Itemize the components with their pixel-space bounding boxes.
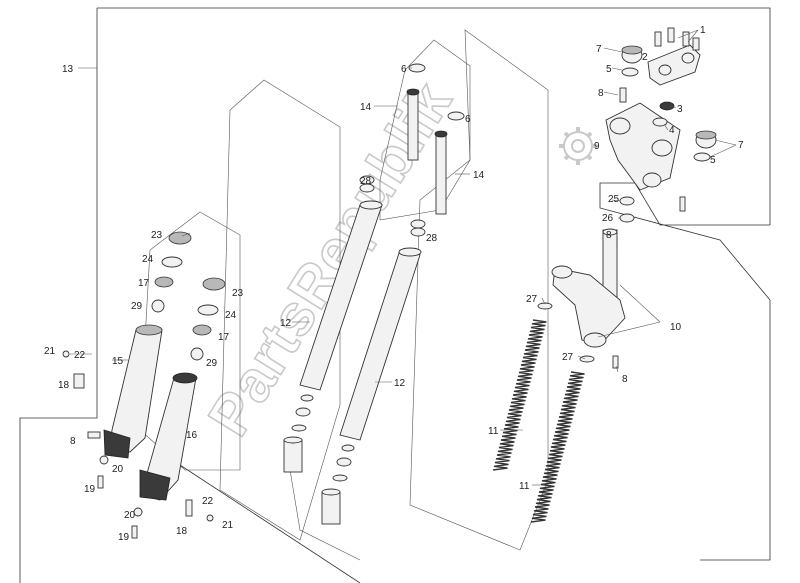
label-part-13: 13 (62, 64, 74, 75)
label-part-4: 4 (669, 125, 675, 136)
label-part-6: 6 (465, 114, 471, 125)
label-part-24: 24 (142, 254, 154, 265)
label-part-5: 5 (710, 155, 716, 166)
label-part-5: 5 (606, 64, 612, 75)
label-part-10: 10 (670, 322, 682, 333)
label-part-23: 23 (232, 288, 244, 299)
label-part-12: 12 (394, 378, 406, 389)
label-part-25: 25 (608, 194, 620, 205)
fork-sliders (62, 324, 214, 539)
label-part-17: 17 (218, 332, 230, 343)
label-part-19: 19 (84, 484, 96, 495)
assembly-frame (19, 7, 771, 583)
label-part-29: 29 (206, 358, 218, 369)
part-labels: 1 2 3 4 5 5 6 6 7 7 8 8 8 8 9 10 11 11 1… (44, 25, 744, 543)
label-part-12: 12 (280, 318, 292, 329)
label-part-27: 27 (562, 352, 574, 363)
label-part-15: 15 (112, 356, 124, 367)
label-part-18: 18 (58, 380, 70, 391)
label-part-29: 29 (131, 301, 143, 312)
label-part-7: 7 (596, 44, 602, 55)
label-part-8: 8 (606, 230, 612, 241)
label-part-2: 2 (642, 52, 648, 63)
label-part-24: 24 (225, 310, 237, 321)
label-part-23: 23 (151, 230, 163, 241)
label-part-28: 28 (360, 176, 372, 187)
label-part-16: 16 (186, 430, 198, 441)
label-part-20: 20 (112, 464, 124, 475)
label-part-14: 14 (473, 170, 485, 181)
steering-stem (537, 228, 626, 369)
fork-springs (492, 319, 585, 523)
label-part-14: 14 (360, 102, 372, 113)
label-part-3: 3 (677, 104, 683, 115)
watermark-text: PartsRepublik (196, 71, 465, 447)
coil-spring (492, 319, 547, 471)
label-part-11: 11 (488, 426, 499, 437)
group-outlines (139, 29, 549, 561)
label-part-1: 1 (700, 25, 706, 36)
coil-spring (530, 371, 585, 523)
label-part-17: 17 (138, 278, 150, 289)
label-part-9: 9 (594, 141, 600, 152)
label-part-8: 8 (622, 374, 628, 385)
fork-tubes (283, 63, 465, 525)
label-part-18: 18 (176, 526, 188, 537)
label-part-19: 19 (118, 532, 130, 543)
steering-clamps (605, 27, 717, 250)
label-part-26: 26 (602, 213, 614, 224)
label-part-22: 22 (202, 496, 214, 507)
label-part-27: 27 (526, 294, 538, 305)
label-part-8: 8 (70, 436, 76, 447)
label-part-8: 8 (598, 88, 604, 99)
fork-seals (151, 231, 226, 361)
label-part-21: 21 (44, 346, 56, 357)
gear-icon (559, 127, 597, 165)
leader-lines (70, 29, 737, 486)
label-part-7: 7 (738, 140, 744, 151)
watermark: PartsRepublik (195, 70, 465, 448)
label-part-11: 11 (519, 481, 530, 492)
label-part-21: 21 (222, 520, 234, 531)
label-part-28: 28 (426, 233, 438, 244)
label-part-6: 6 (401, 64, 407, 75)
label-part-22: 22 (74, 350, 86, 361)
label-part-20: 20 (124, 510, 136, 521)
